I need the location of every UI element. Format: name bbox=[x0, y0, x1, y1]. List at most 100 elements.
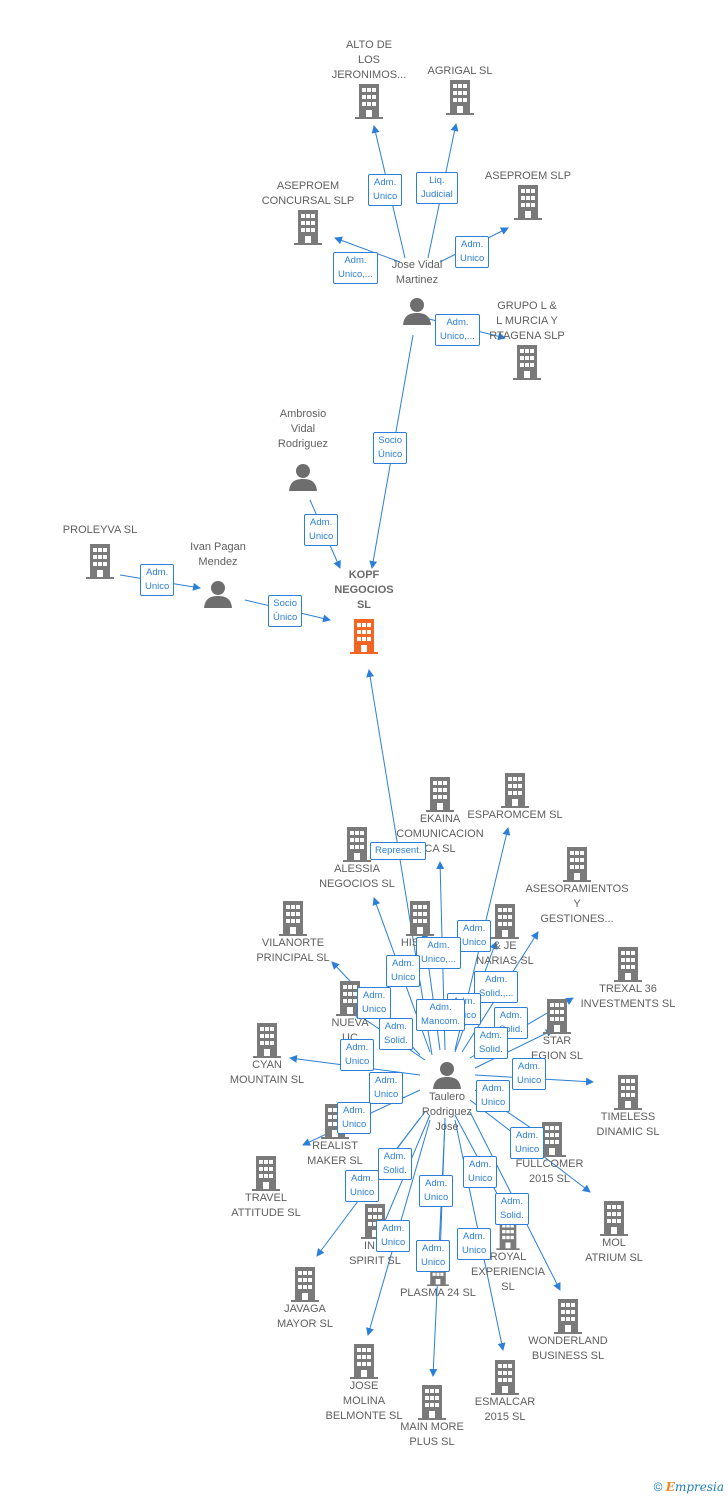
relation-label[interactable]: Adm. Unico bbox=[457, 920, 492, 952]
building-icon bbox=[600, 1201, 628, 1236]
relation-label[interactable]: Adm. Unico,... bbox=[435, 314, 480, 346]
building-icon bbox=[446, 80, 474, 115]
building-icon bbox=[554, 1299, 582, 1334]
relation-label[interactable]: Adm. Unico bbox=[476, 1080, 511, 1112]
company-label: ESPAROMCEM SL bbox=[467, 809, 563, 821]
relation-label[interactable]: Adm. Unico bbox=[345, 1170, 380, 1202]
company-label: TRAVEL ATTITUDE SL bbox=[231, 1192, 301, 1219]
company-node-star-legion[interactable]: STAR EGION SL bbox=[487, 998, 627, 1064]
relation-label[interactable]: Adm. Unico bbox=[369, 1072, 404, 1104]
relation-label[interactable]: Socio Único bbox=[268, 595, 303, 627]
relation-label[interactable]: Adm. Solid. bbox=[379, 1018, 413, 1050]
company-node-royal-experiencia[interactable]: ROYAL EXPERIENCIA SL bbox=[438, 1220, 578, 1295]
company-node-alessia[interactable]: ALESSIA NEGOCIOS SL bbox=[287, 826, 427, 892]
company-node-ekaina[interactable]: EKAINA COMUNICACION CA SL bbox=[370, 776, 510, 857]
relation-label[interactable]: Adm. Unico bbox=[419, 1175, 454, 1207]
relation-label[interactable]: Adm. Unico,... bbox=[416, 937, 461, 969]
building-icon bbox=[501, 773, 529, 808]
building-icon bbox=[355, 84, 383, 119]
empresia-logo[interactable]: © Empresia bbox=[654, 1480, 724, 1494]
relation-label[interactable]: Adm. Solid. bbox=[474, 1027, 508, 1059]
company-label: TIMELESS DINAMIC SL bbox=[596, 1111, 660, 1138]
company-label: ALTO DE LOS JERONIMOS... bbox=[331, 39, 407, 81]
relation-label[interactable]: Adm. Unico bbox=[357, 987, 392, 1019]
person-icon bbox=[433, 1062, 461, 1089]
company-node-mol-atrium[interactable]: MOL ATRIUM SL bbox=[544, 1200, 684, 1266]
company-node-timeless-dinamic[interactable]: TIMELESS DINAMIC SL bbox=[558, 1074, 698, 1140]
company-label: ESMALCAR 2015 SL bbox=[474, 1396, 536, 1423]
edge-taulero-kopf bbox=[366, 669, 433, 1056]
company-node-nueva[interactable]: NUEVA UC bbox=[280, 980, 420, 1046]
company-node-alto-de-los-jeronimos[interactable]: ALTO DE LOS JERONIMOS... bbox=[299, 38, 439, 119]
company-label: JAVAGA MAYOR SL bbox=[276, 1303, 334, 1330]
building-icon bbox=[294, 210, 322, 245]
company-label: ALESSIA NEGOCIOS SL bbox=[319, 863, 395, 890]
company-node-je-canarias[interactable]: & JE NARIAS SL bbox=[435, 903, 575, 969]
person-node-ivan-pagan-mendez[interactable]: Ivan Pagan Mendez bbox=[148, 540, 288, 609]
company-label: JOSE MOLINA BELMONTE SL bbox=[325, 1380, 403, 1422]
company-node-fullcomer-2015[interactable]: FULLCOMER 2015 SL bbox=[482, 1121, 622, 1187]
relation-label[interactable]: Adm. Solid. bbox=[378, 1148, 412, 1180]
company-node-proleyva[interactable]: PROLEYVA SL bbox=[30, 523, 170, 579]
building-icon bbox=[563, 847, 591, 882]
person-icon bbox=[204, 581, 232, 608]
relation-label[interactable]: Socio Único bbox=[373, 432, 408, 464]
building-icon bbox=[291, 1267, 319, 1302]
company-label: REALIST MAKER SL bbox=[307, 1140, 363, 1167]
company-node-javaga-mayor[interactable]: JAVAGA MAYOR SL bbox=[235, 1266, 375, 1332]
company-node-kopf-negocios-main[interactable]: KOPF NEGOCIOS SL bbox=[294, 568, 434, 654]
company-node-esparomcem[interactable]: ESPAROMCEM SL bbox=[445, 772, 585, 823]
company-node-asesoramientos[interactable]: ASESORAMIENTOS Y GESTIONES... bbox=[507, 846, 647, 927]
relation-label[interactable]: Adm. Unico bbox=[512, 1058, 547, 1090]
company-label: VILANORTE PRINCIPAL SL bbox=[256, 937, 330, 964]
building-icon bbox=[543, 999, 571, 1034]
relation-label[interactable]: Adm. Solid. bbox=[495, 1193, 529, 1225]
building-icon bbox=[614, 1075, 642, 1110]
building-icon bbox=[406, 901, 434, 936]
company-node-his[interactable]: HIS bbox=[350, 900, 490, 951]
building-icon bbox=[426, 777, 454, 812]
company-label: MAIN MORE PLUS SL bbox=[400, 1421, 464, 1448]
relation-label[interactable]: Adm. Unico bbox=[376, 1220, 411, 1252]
person-node-ambrosio-vidal-rodriguez[interactable]: Ambrosio Vidal Rodriguez bbox=[233, 407, 373, 492]
relation-label[interactable]: Adm. Unico bbox=[386, 955, 421, 987]
relation-label[interactable]: Adm. Unico,... bbox=[333, 252, 378, 284]
company-node-aseproem-concursal[interactable]: ASEPROEM CONCURSAL SLP bbox=[238, 179, 378, 245]
relation-label[interactable]: Adm. Unico bbox=[457, 1228, 492, 1260]
person-label: Jose Vidal Martinez bbox=[391, 259, 443, 286]
company-node-aseproem-slp[interactable]: ASEPROEM SLP bbox=[458, 169, 598, 220]
company-node-trexal-36[interactable]: TREXAL 36 INVESTMENTS SL bbox=[558, 946, 698, 1012]
company-node-travel-attitude[interactable]: TRAVEL ATTITUDE SL bbox=[196, 1155, 336, 1221]
relation-label[interactable]: Represent. bbox=[370, 842, 427, 860]
relation-label[interactable]: Adm. Mancom. bbox=[416, 999, 466, 1031]
edge-jose-asep-concursal bbox=[334, 236, 401, 263]
company-node-cyan-mountain[interactable]: CYAN MOUNTAIN SL bbox=[197, 1022, 337, 1088]
relation-label[interactable]: Adm. Unico bbox=[510, 1127, 545, 1159]
building-icon bbox=[252, 1156, 280, 1191]
company-node-vilanorte[interactable]: VILANORTE PRINCIPAL SL bbox=[223, 900, 363, 966]
relation-label[interactable]: Adm. Solid.,... bbox=[474, 971, 519, 1003]
relation-label[interactable]: Adm. Unico bbox=[140, 564, 175, 596]
company-node-agrigal[interactable]: AGRIGAL SL bbox=[390, 64, 530, 115]
copyright-symbol: © bbox=[653, 1480, 663, 1494]
person-node-jose-vidal-martinez[interactable]: Jose Vidal Martinez bbox=[347, 258, 487, 326]
building-icon bbox=[279, 901, 307, 936]
building-icon bbox=[614, 947, 642, 982]
building-icon bbox=[491, 904, 519, 939]
person-node-taulero-rodriguez-jose[interactable]: Taulero Rodriguez Jose bbox=[377, 1060, 517, 1135]
relation-label[interactable]: Adm. Unico bbox=[304, 514, 339, 546]
company-node-jose-molina-belmonte[interactable]: JOSE MOLINA BELMONTE SL bbox=[294, 1343, 434, 1424]
company-node-wonderland-business[interactable]: WONDERLAND BUSINESS SL bbox=[498, 1298, 638, 1364]
person-label: Taulero Rodriguez Jose bbox=[421, 1091, 473, 1133]
relation-label[interactable]: Adm. Unico bbox=[455, 236, 490, 268]
relation-label[interactable]: Adm. Unico bbox=[337, 1102, 372, 1134]
relation-label[interactable]: Adm. Unico bbox=[340, 1039, 375, 1071]
relation-label[interactable]: Adm. Unico bbox=[463, 1156, 498, 1188]
company-node-esmalcar-2015[interactable]: ESMALCAR 2015 SL bbox=[435, 1359, 575, 1425]
relation-label[interactable]: Liq. Judicial bbox=[416, 172, 458, 204]
company-node-main-more-plus[interactable]: MAIN MORE PLUS SL bbox=[362, 1384, 502, 1450]
building-icon bbox=[253, 1023, 281, 1058]
company-node-grupo-l-l-murcia[interactable]: GRUPO L & L MURCIA Y RTAGENA SLP bbox=[457, 299, 597, 380]
relation-label[interactable]: Adm. Unico bbox=[368, 174, 403, 206]
relation-label[interactable]: Adm. Unico bbox=[416, 1240, 451, 1272]
